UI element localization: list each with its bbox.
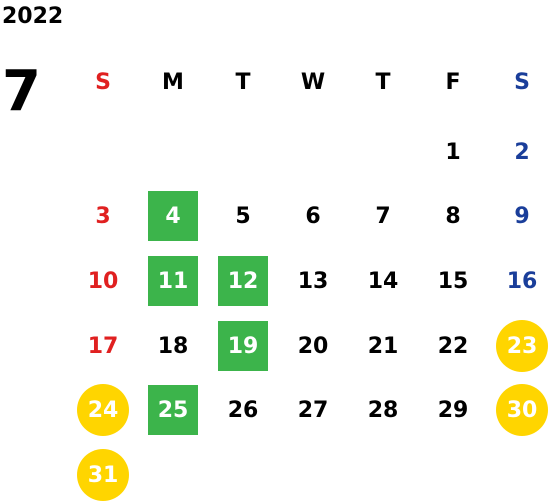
day-number: 19 xyxy=(218,321,268,371)
day-number: 5 xyxy=(235,203,251,229)
day-number: 21 xyxy=(367,333,399,359)
day-number: 3 xyxy=(95,203,111,229)
day-cell[interactable]: 27 xyxy=(285,385,341,435)
day-number: 24 xyxy=(77,384,129,436)
day-number: 2 xyxy=(514,139,530,165)
weekday-header: W xyxy=(300,69,326,95)
day-number: 28 xyxy=(367,397,399,423)
day-cell[interactable]: 20 xyxy=(285,321,341,371)
day-number: 20 xyxy=(297,333,329,359)
day-cell[interactable]: 12 xyxy=(215,256,271,306)
weekday-header: F xyxy=(445,69,461,95)
day-number: 4 xyxy=(148,191,198,241)
day-number: 27 xyxy=(297,397,329,423)
day-cell[interactable]: 25 xyxy=(145,385,201,435)
day-number: 6 xyxy=(305,203,321,229)
day-cell[interactable]: 28 xyxy=(355,385,411,435)
day-number: 12 xyxy=(218,256,268,306)
day-number: 25 xyxy=(148,385,198,435)
day-cell[interactable]: 21 xyxy=(355,321,411,371)
day-number: 15 xyxy=(437,268,469,294)
day-cell[interactable]: 6 xyxy=(285,191,341,241)
day-number: 18 xyxy=(157,333,189,359)
day-cell[interactable]: 1 xyxy=(425,127,481,177)
day-number: 26 xyxy=(227,397,259,423)
day-number: 23 xyxy=(496,320,548,372)
day-number: 17 xyxy=(87,333,119,359)
day-cell[interactable]: 7 xyxy=(355,191,411,241)
day-cell[interactable]: 11 xyxy=(145,256,201,306)
day-cell[interactable]: 30 xyxy=(494,384,548,436)
day-cell[interactable]: 22 xyxy=(425,321,481,371)
day-cell[interactable]: 24 xyxy=(75,384,131,436)
day-cell[interactable]: 3 xyxy=(75,191,131,241)
day-cell[interactable]: 18 xyxy=(145,321,201,371)
day-cell[interactable]: 15 xyxy=(425,256,481,306)
day-number: 30 xyxy=(496,384,548,436)
day-cell[interactable]: 23 xyxy=(494,320,548,372)
day-cell[interactable]: 14 xyxy=(355,256,411,306)
day-cell[interactable]: 9 xyxy=(494,191,548,241)
day-cell[interactable]: 13 xyxy=(285,256,341,306)
day-cell[interactable]: 4 xyxy=(145,191,201,241)
day-number: 8 xyxy=(445,203,461,229)
day-cell[interactable]: 17 xyxy=(75,321,131,371)
day-number: 9 xyxy=(514,203,530,229)
day-number: 11 xyxy=(148,256,198,306)
day-cell[interactable]: 5 xyxy=(215,191,271,241)
day-number: 7 xyxy=(375,203,391,229)
day-number: 13 xyxy=(297,268,329,294)
day-number: 16 xyxy=(506,268,538,294)
day-number: 1 xyxy=(445,139,461,165)
weekday-header: T xyxy=(235,69,251,95)
day-cell[interactable]: 31 xyxy=(75,449,131,501)
day-cell[interactable]: 10 xyxy=(75,256,131,306)
weekday-header: S xyxy=(514,69,530,95)
day-cell[interactable]: 29 xyxy=(425,385,481,435)
day-number: 22 xyxy=(437,333,469,359)
day-cell[interactable]: 16 xyxy=(494,256,548,306)
day-cell[interactable]: 2 xyxy=(494,127,548,177)
weekday-header: M xyxy=(162,69,184,95)
calendar-year: 2022 xyxy=(2,4,64,29)
weekday-header: T xyxy=(375,69,391,95)
day-number: 14 xyxy=(367,268,399,294)
day-number: 10 xyxy=(87,268,119,294)
day-number: 31 xyxy=(77,449,129,501)
weekday-header: S xyxy=(95,69,111,95)
day-cell[interactable]: 19 xyxy=(215,321,271,371)
day-cell[interactable]: 8 xyxy=(425,191,481,241)
day-number: 29 xyxy=(437,397,469,423)
day-cell[interactable]: 26 xyxy=(215,385,271,435)
calendar-month: 7 xyxy=(2,59,41,124)
